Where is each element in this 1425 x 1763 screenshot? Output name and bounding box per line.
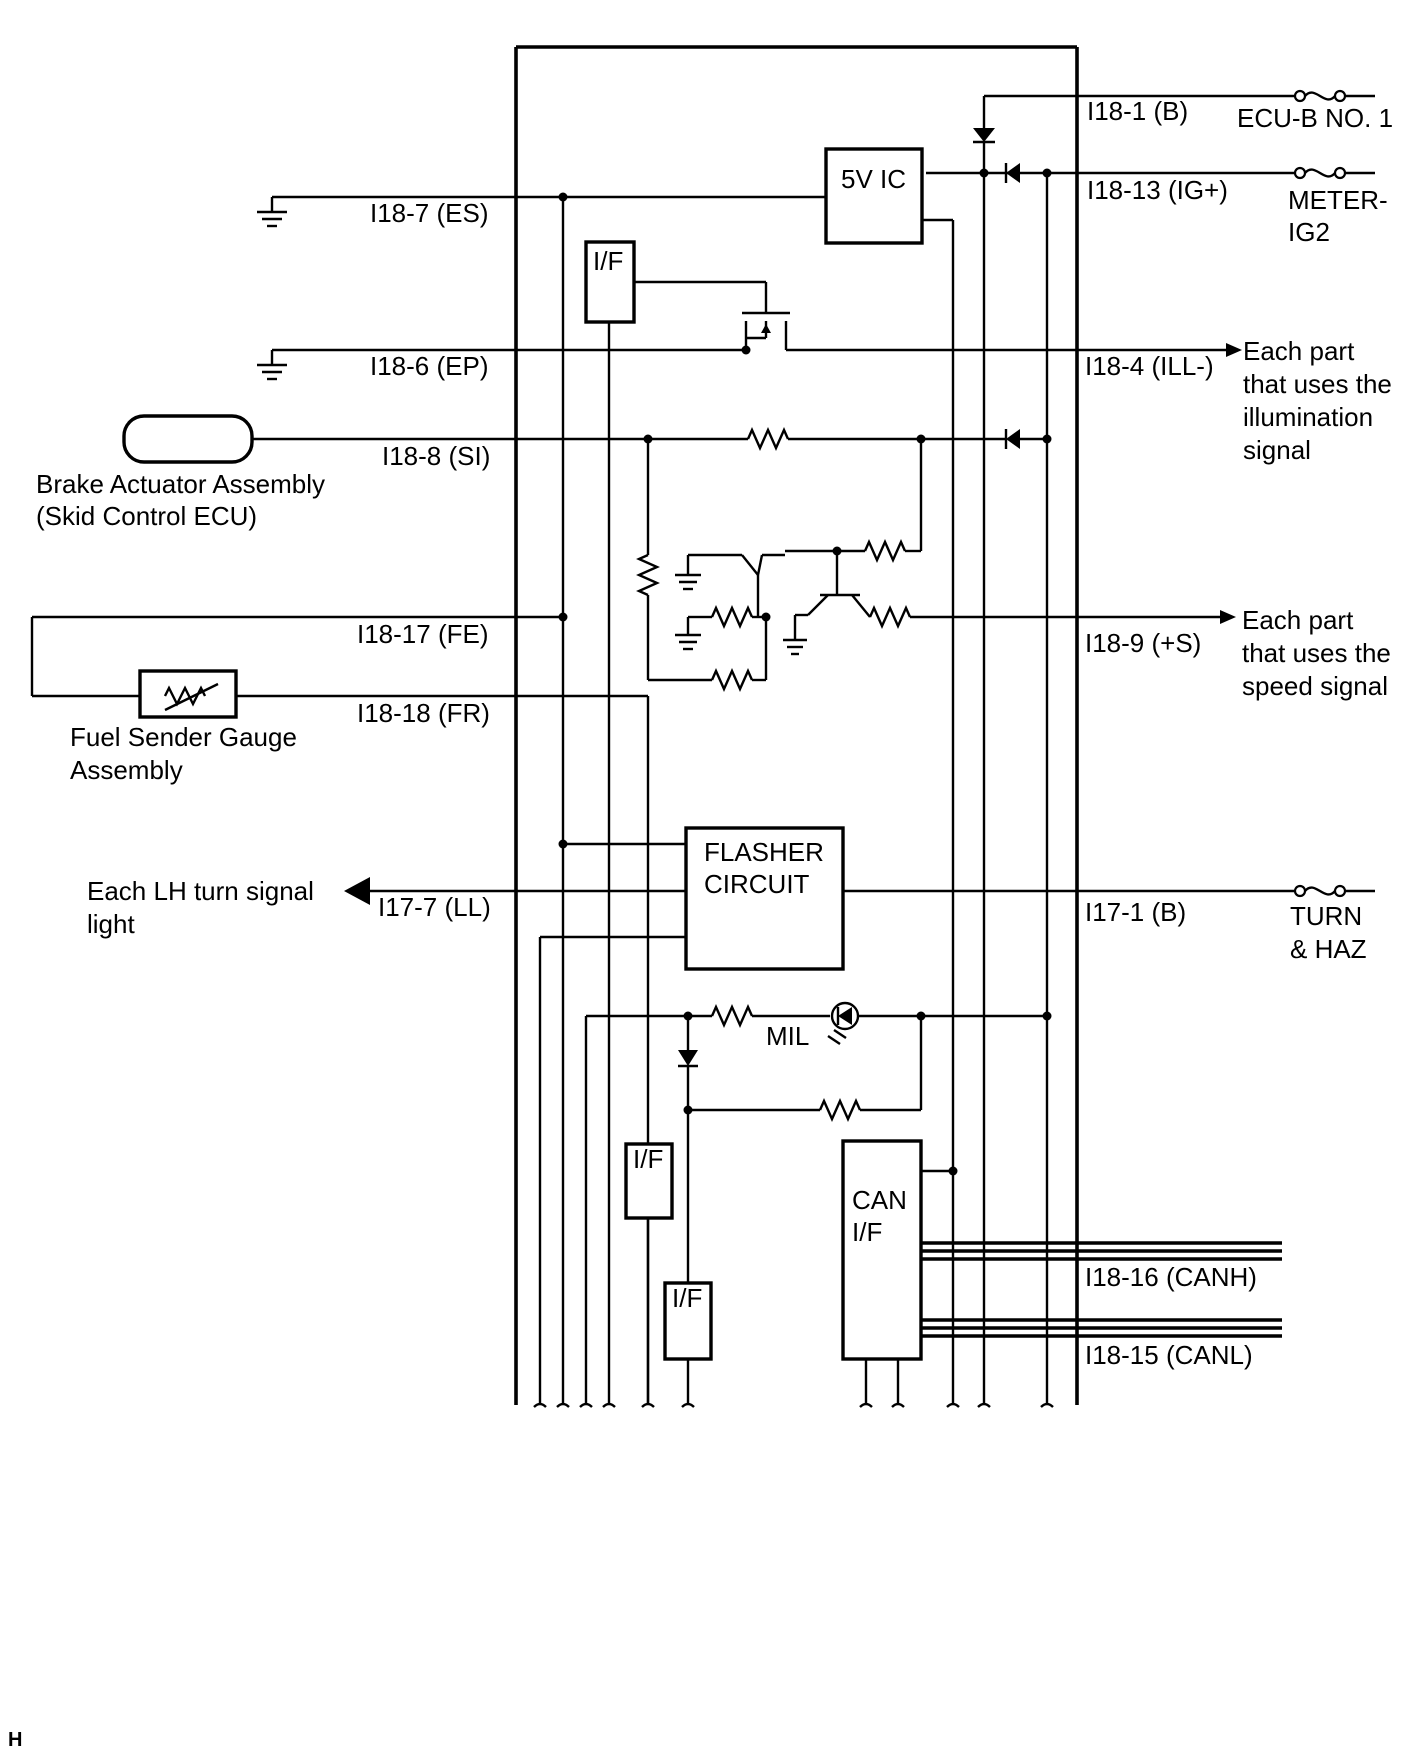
if-block-bottom [663, 1281, 713, 1405]
flasher-block [344, 826, 1375, 1405]
speed-circuit [122, 414, 1236, 692]
label-fuel-1: Fuel Sender Gauge [70, 722, 297, 752]
component-labels: Brake Actuator Assembly (Skid Control EC… [36, 469, 325, 785]
fuse-labels: ECU-B NO. 1 METER- IG2 TURN & HAZ [1237, 103, 1393, 964]
label-i17-1: I17-1 (B) [1085, 897, 1186, 927]
if-block-top [584, 240, 790, 1405]
label-turn-2: light [87, 909, 135, 939]
fuse-ecu-b-icon [1293, 89, 1375, 103]
label-i18-7: I18-7 (ES) [370, 198, 489, 228]
label-i18-15: I18-15 (CANL) [1085, 1340, 1253, 1370]
label-mil: MIL [766, 1021, 809, 1051]
output-labels: Each part that uses the illumination sig… [87, 336, 1392, 939]
v5-ic-block [824, 147, 955, 1405]
label-turn-haz-2: & HAZ [1290, 934, 1367, 964]
label-i18-13: I18-13 (IG+) [1087, 175, 1228, 205]
label-if-top: I/F [593, 246, 623, 276]
label-speed-3: speed signal [1242, 671, 1388, 701]
label-illum-1: Each part [1243, 336, 1355, 366]
mil-led-icon [827, 1001, 860, 1045]
label-i18-17: I18-17 (FE) [357, 619, 489, 649]
es-ground-line [257, 192, 826, 1405]
label-if-middle: I/F [633, 1144, 663, 1174]
block-labels: 5V IC I/F FLASHER CIRCUIT MIL I/F I/F CA… [593, 164, 907, 1313]
break-marks [533, 1402, 1054, 1408]
label-speed-2: that uses the [1242, 638, 1391, 668]
label-i18-16: I18-16 (CANH) [1085, 1262, 1257, 1292]
if-block-middle [624, 1142, 674, 1405]
fuse-turn-haz-icon [1293, 884, 1375, 898]
label-i18-18: I18-18 (FR) [357, 698, 490, 728]
label-i18-8: I18-8 (SI) [382, 441, 490, 471]
label-meter-ig2-1: METER- [1288, 185, 1388, 215]
label-5v-ic: 5V IC [841, 164, 906, 194]
fuse-meter-ig2-icon [1293, 166, 1375, 180]
label-i17-7: I17-7 (LL) [378, 892, 491, 922]
label-flasher-2: CIRCUIT [704, 869, 810, 899]
label-i18-1: I18-1 (B) [1087, 96, 1188, 126]
brake-actuator-box [122, 414, 254, 464]
label-i18-6: I18-6 (EP) [370, 351, 489, 381]
label-can-1: CAN [852, 1185, 907, 1215]
label-if-bottom: I/F [672, 1283, 702, 1313]
label-brake-1: Brake Actuator Assembly [36, 469, 325, 499]
ecu-outline [514, 45, 1079, 1405]
connector-labels: I18-1 (B) I18-13 (IG+) I18-7 (ES) I18-6 … [357, 96, 1257, 1370]
label-fuel-2: Assembly [70, 755, 183, 785]
label-turn-haz-1: TURN [1290, 901, 1362, 931]
corner-mark: H [8, 1729, 22, 1751]
power-inputs [926, 89, 1375, 1405]
label-illum-4: signal [1243, 435, 1311, 465]
label-ecu-b: ECU-B NO. 1 [1237, 103, 1393, 133]
label-meter-ig2-2: IG2 [1288, 217, 1330, 247]
mil-circuit [584, 1001, 1052, 1405]
label-brake-2: (Skid Control ECU) [36, 501, 257, 531]
can-if-block [841, 1139, 1282, 1405]
label-illum-3: illumination [1243, 402, 1373, 432]
label-illum-2: that uses the [1243, 369, 1392, 399]
ep-ill-line [257, 336, 1242, 381]
label-speed-1: Each part [1242, 605, 1354, 635]
label-turn-1: Each LH turn signal [87, 876, 314, 906]
label-can-2: I/F [852, 1217, 882, 1247]
label-flasher-1: FLASHER [704, 837, 824, 867]
label-i18-4: I18-4 (ILL-) [1085, 351, 1214, 381]
label-i18-9: I18-9 (+S) [1085, 628, 1201, 658]
